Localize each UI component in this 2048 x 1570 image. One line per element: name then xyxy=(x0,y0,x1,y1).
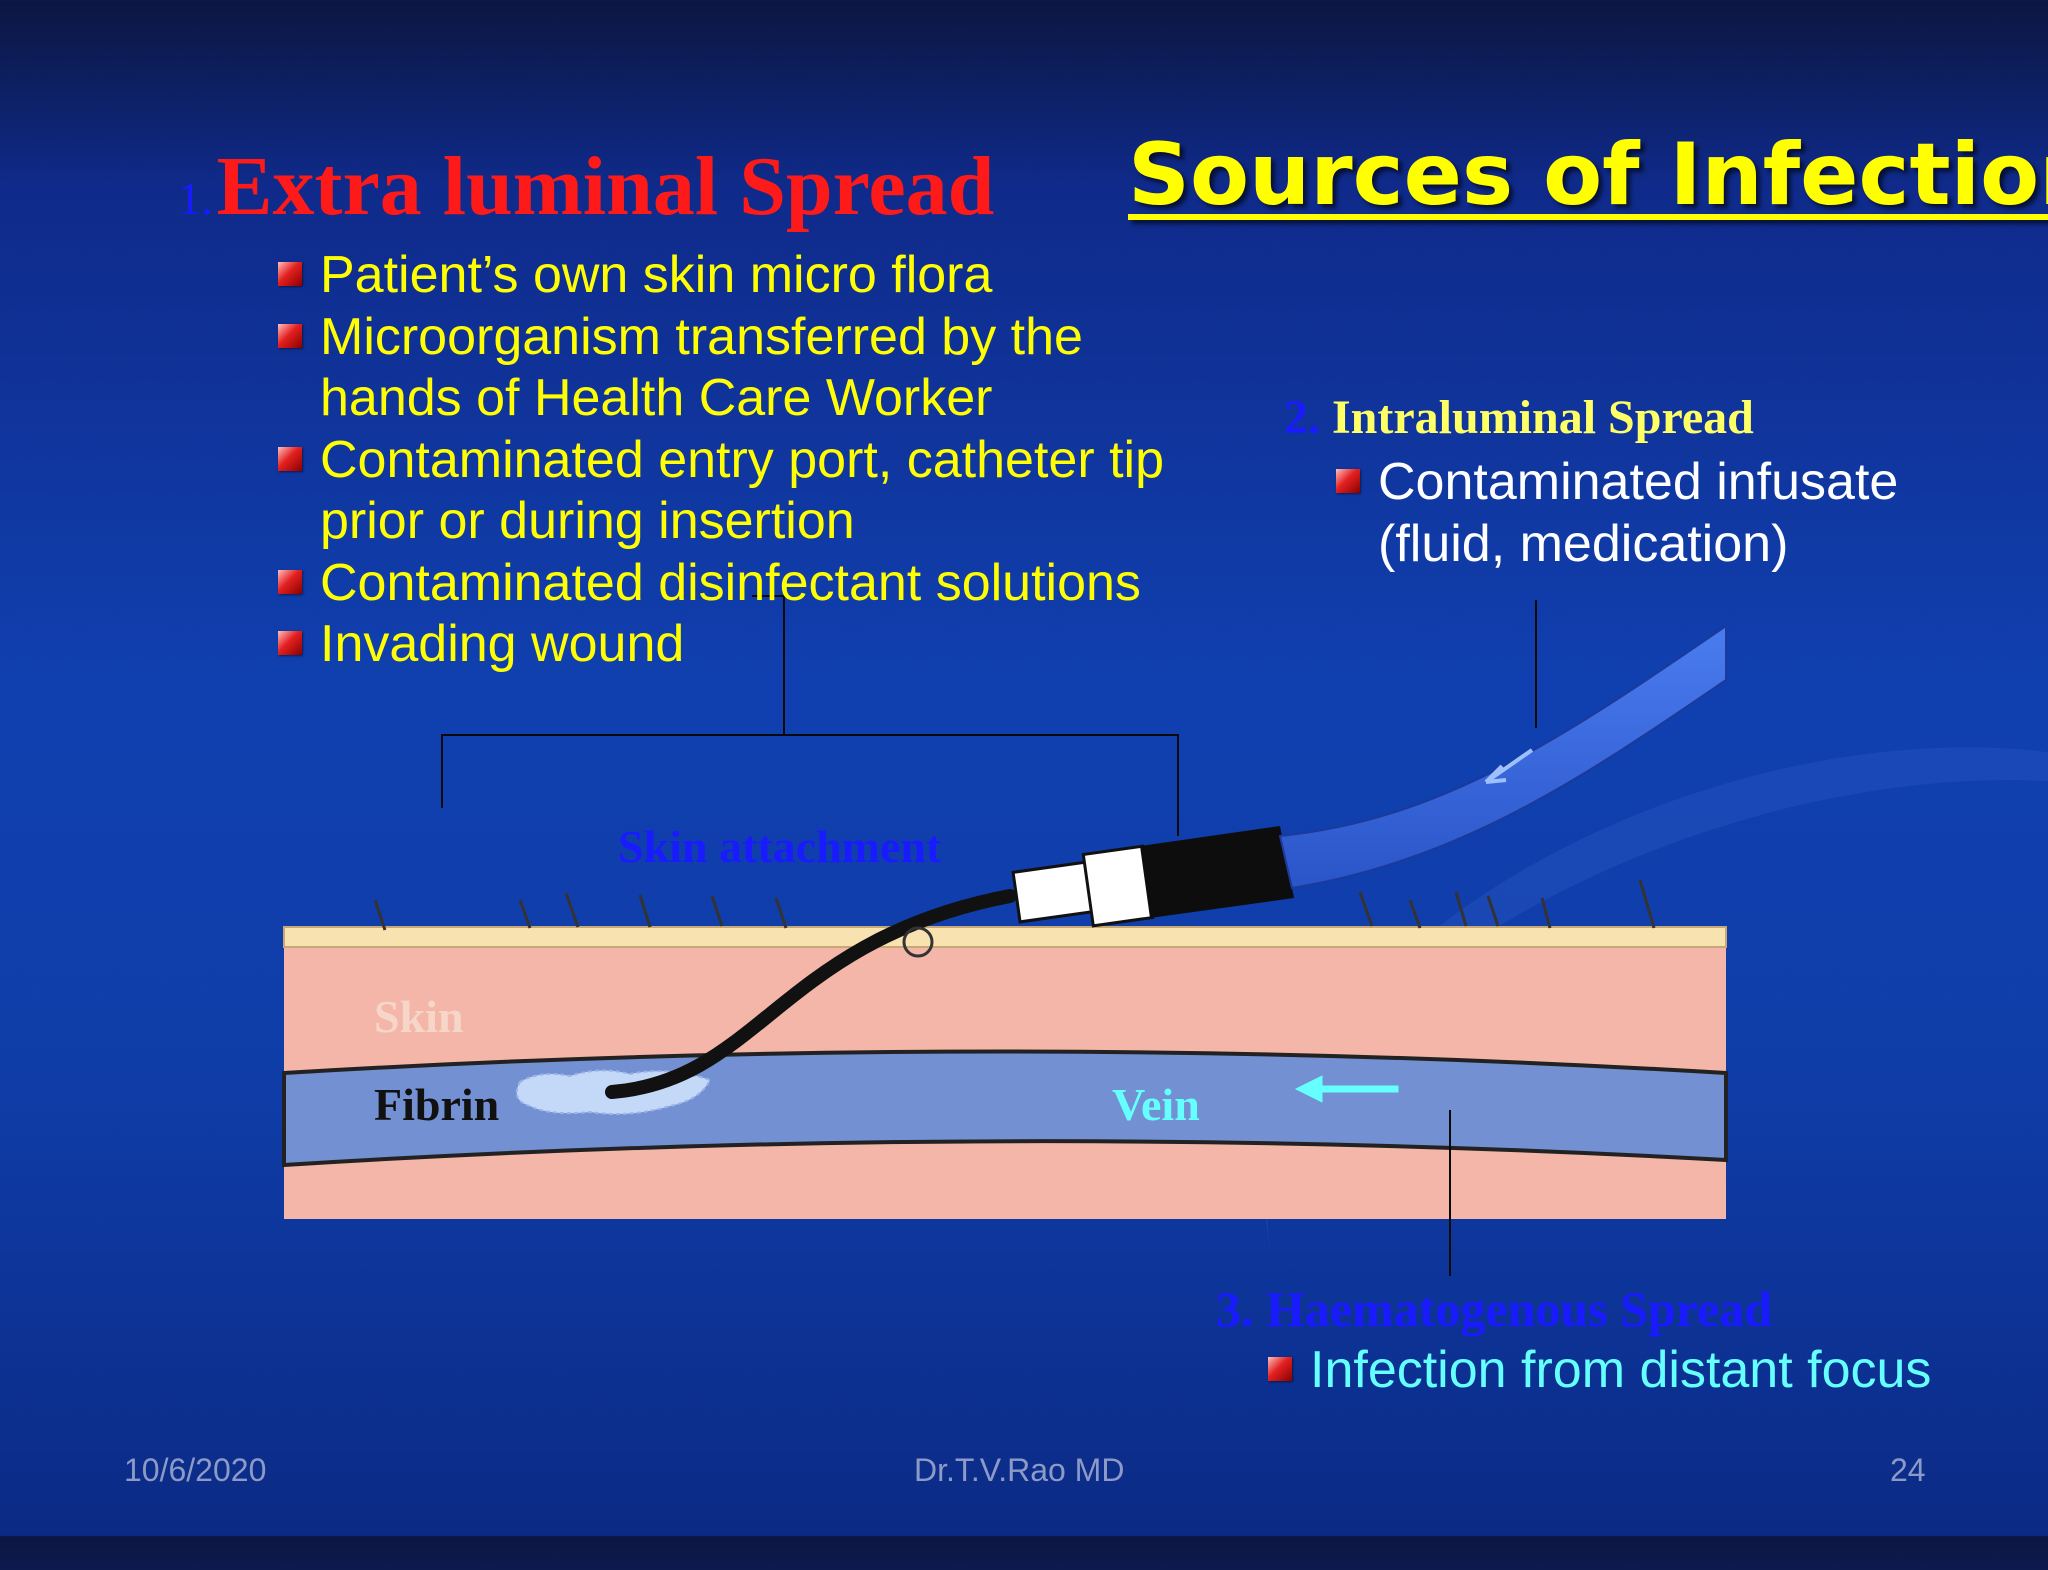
haematogenous-bullets: Infection from distant focus xyxy=(1268,1340,1968,1402)
skin-attachment-label: Skin attachment xyxy=(618,821,942,872)
section-heading: Extra luminal Spread xyxy=(216,140,995,233)
flow-arrow-vein xyxy=(1294,1075,1399,1103)
entry-site xyxy=(902,926,934,958)
bullet-item: Patient’s own skin micro flora xyxy=(278,245,1178,307)
catheter-diagram xyxy=(282,595,1728,1276)
section-heading: Intraluminal Spread xyxy=(1332,391,1754,444)
section-number: 3. xyxy=(1216,1281,1254,1337)
bullet-item: Contaminated infusate (fluid, medication… xyxy=(1336,452,2016,575)
section-intraluminal-heading: 2. Intraluminal Spread xyxy=(1284,390,1754,445)
footer-page-number: 24 xyxy=(1890,1452,1926,1488)
skin-label: Skin xyxy=(374,991,464,1042)
footer-author: Dr.T.V.Rao MD xyxy=(914,1452,1125,1488)
catheter-hub xyxy=(1011,826,1294,928)
iv-tube xyxy=(1278,624,1727,890)
slide-title: Sources of Infection xyxy=(1128,125,2048,225)
section-number: 1. xyxy=(178,173,213,224)
bullet-item: Microorganism transferred by the hands o… xyxy=(278,307,1178,430)
footer-date: 10/6/2020 xyxy=(124,1452,267,1488)
extraluminal-bullets: Patient’s own skin micro flora Microorga… xyxy=(278,245,1178,676)
section-haematogenous-heading: 3. Haematogenous Spread xyxy=(1216,1280,1772,1338)
vein-label: Vein xyxy=(1112,1079,1200,1130)
bullet-item: Contaminated disinfectant solutions xyxy=(278,553,1178,615)
fibrin-label: Fibrin xyxy=(374,1079,500,1130)
flow-arrow-tube xyxy=(1484,748,1534,784)
section-heading: Haematogenous Spread xyxy=(1266,1281,1773,1337)
bullet-item: Invading wound xyxy=(278,614,1178,676)
skin-hairs xyxy=(373,879,1656,931)
section-number: 2. xyxy=(1284,391,1320,444)
bullet-item: Contaminated entry port, catheter tip pr… xyxy=(278,430,1178,553)
skin-surface xyxy=(283,926,1727,948)
bullet-item: Infection from distant focus xyxy=(1268,1340,1968,1402)
catheter-line xyxy=(605,889,1017,1099)
section-extraluminal-heading: 1. Extra luminal Spread xyxy=(178,138,994,235)
pointer-lines xyxy=(441,595,1537,1276)
intraluminal-bullets: Contaminated infusate (fluid, medication… xyxy=(1336,452,2016,575)
